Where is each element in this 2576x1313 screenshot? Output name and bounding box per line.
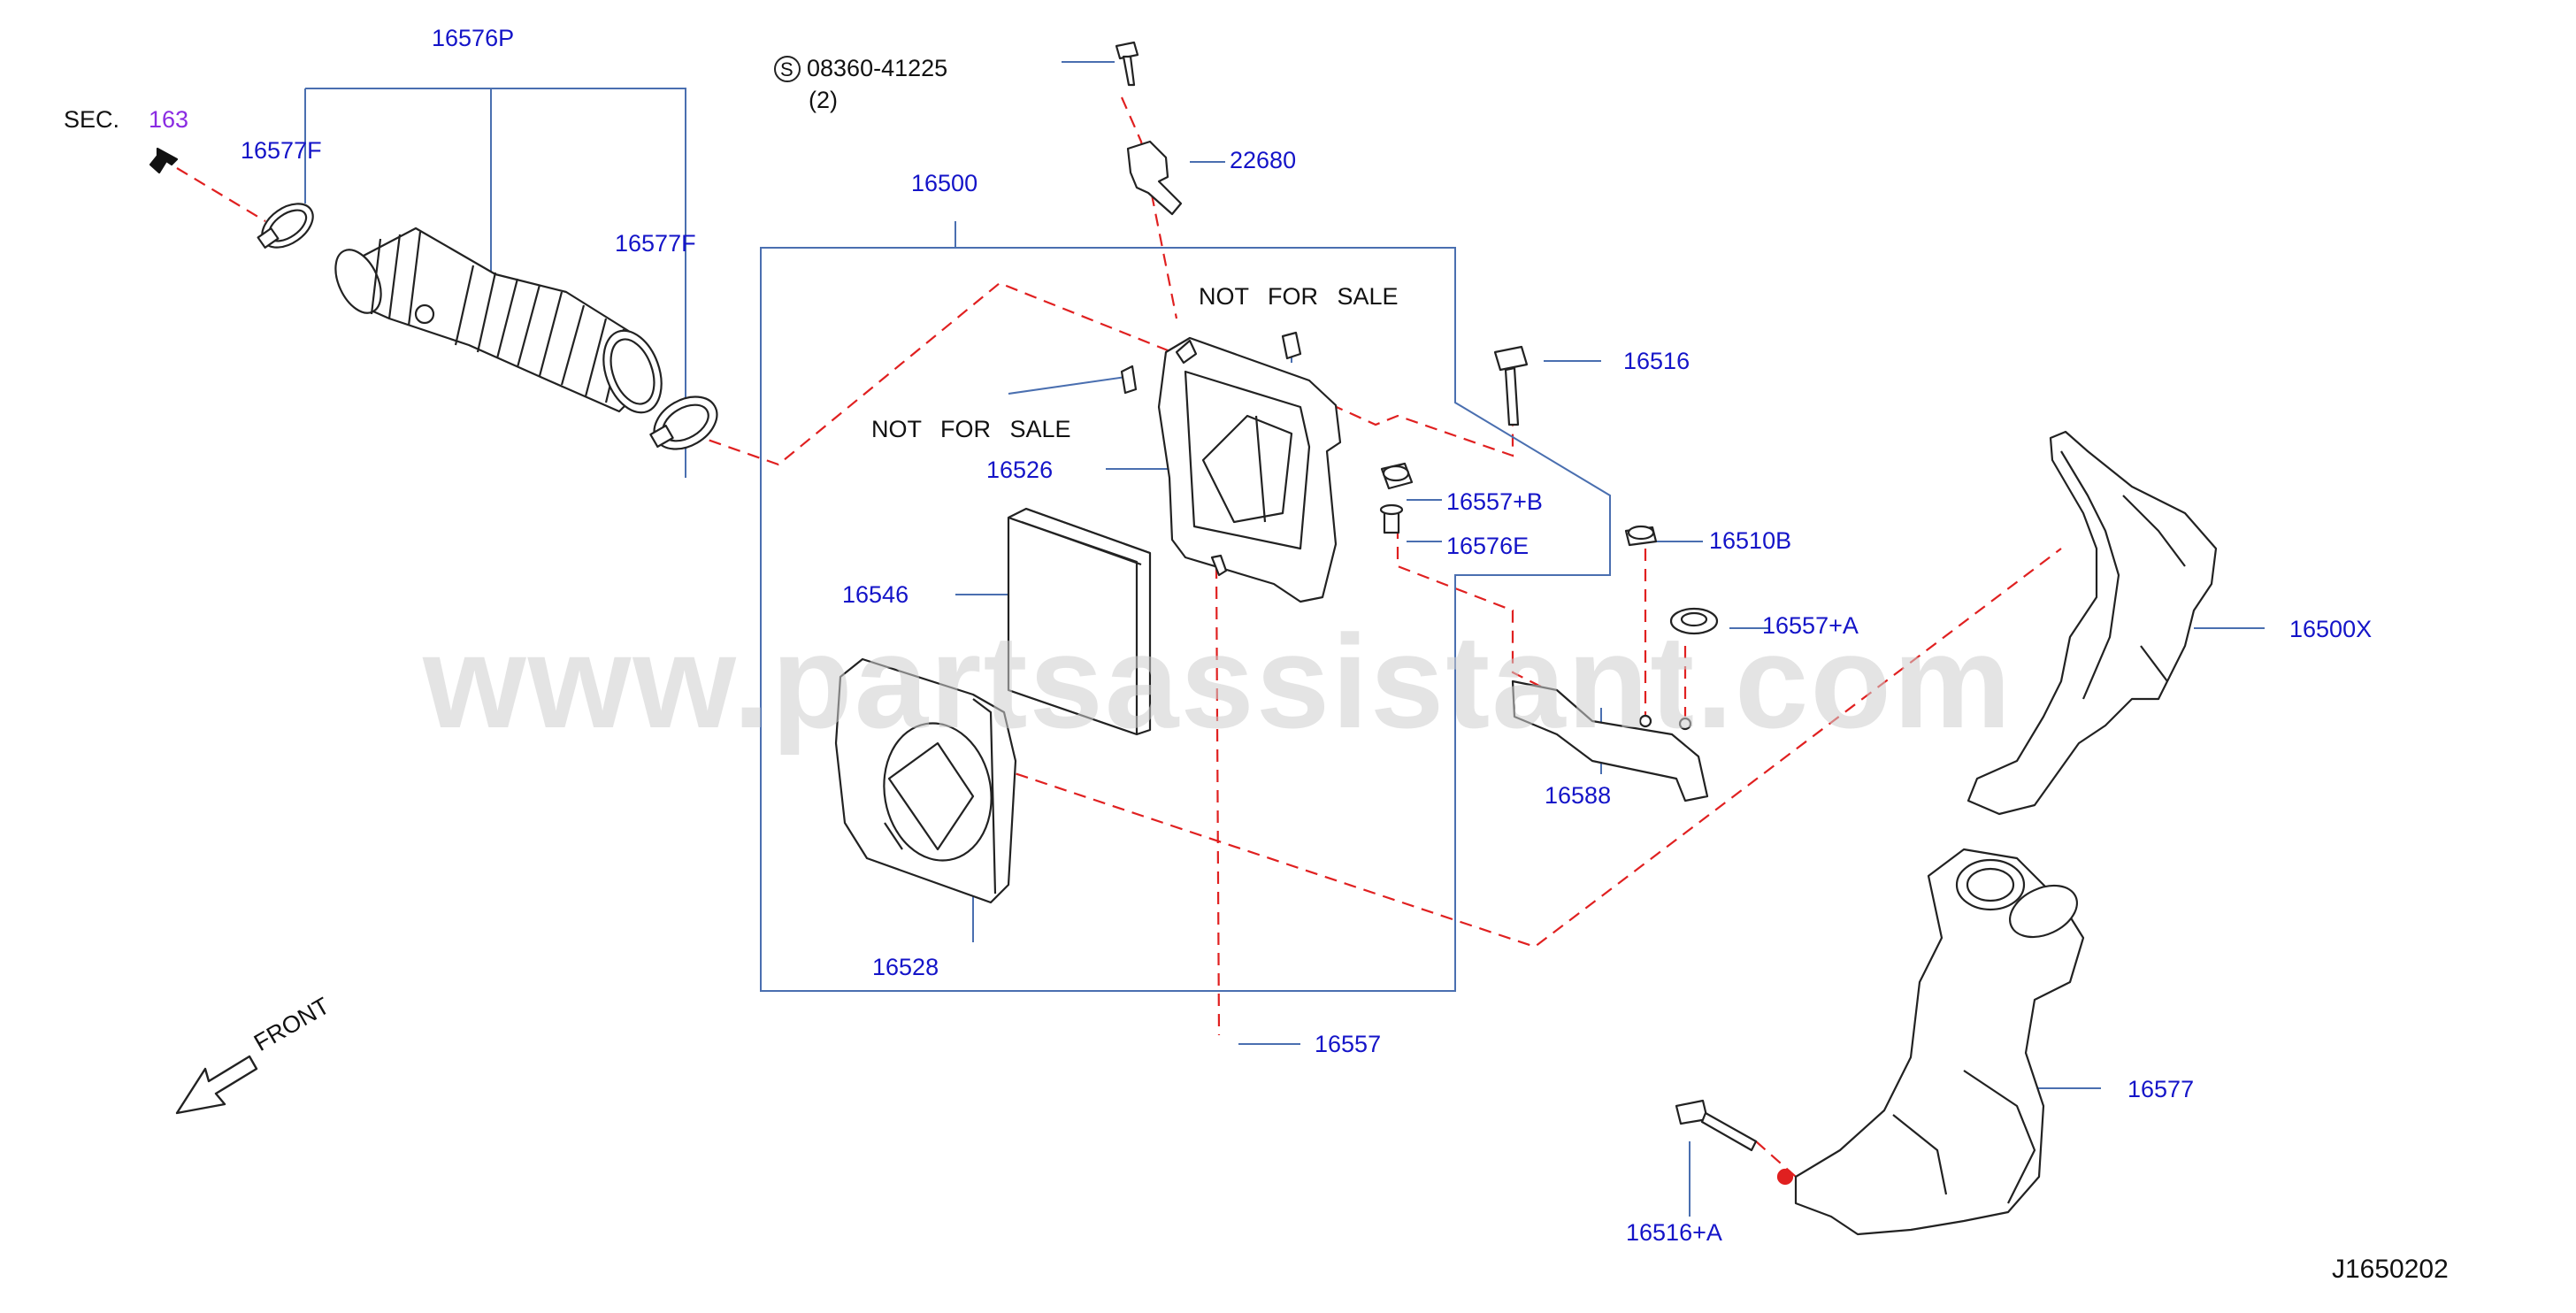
- section-ref-prefix: SEC.: [64, 106, 120, 133]
- not-for-sale-upper: NOT FOR SALE: [1199, 283, 1399, 310]
- callout-16516-A[interactable]: 16516+A: [1626, 1219, 1722, 1246]
- callout-16577F-1[interactable]: 16577F: [241, 137, 322, 164]
- watermark: www.partsassistant.com: [423, 607, 2013, 756]
- callout-16557-B[interactable]: 16557+B: [1446, 488, 1543, 515]
- callout-16526[interactable]: 16526: [986, 457, 1054, 483]
- callout-16577F-2[interactable]: 16577F: [615, 230, 696, 257]
- callout-16528[interactable]: 16528: [872, 954, 939, 980]
- callout-16588[interactable]: 16588: [1545, 782, 1612, 809]
- callout-16557-A[interactable]: 16557+A: [1762, 612, 1859, 639]
- screw-spec-qty: (2): [809, 87, 838, 113]
- callout-16576P[interactable]: 16576P: [432, 25, 515, 51]
- assembly-dashed-lines: [176, 96, 2062, 1178]
- screw-spec-symbol: S: [780, 58, 794, 81]
- callout-16510B[interactable]: 16510B: [1709, 527, 1792, 554]
- callout-16546[interactable]: 16546: [842, 581, 909, 608]
- section-ref-link[interactable]: 163: [149, 106, 189, 133]
- screw-spec-part: 08360-41225: [807, 55, 948, 81]
- callout-16516[interactable]: 16516: [1623, 348, 1690, 374]
- diagram-code: J1650202: [2332, 1255, 2449, 1284]
- callout-16576E[interactable]: 16576E: [1446, 533, 1530, 559]
- callout-16577[interactable]: 16577: [2128, 1076, 2195, 1102]
- parts-artwork: [149, 41, 2218, 1236]
- not-for-sale-lower: NOT FOR SALE: [871, 416, 1071, 442]
- callout-22680[interactable]: 22680: [1230, 147, 1297, 173]
- callout-16500[interactable]: 16500: [911, 170, 978, 196]
- callout-16557[interactable]: 16557: [1315, 1031, 1382, 1057]
- callout-16500X[interactable]: 16500X: [2289, 616, 2373, 642]
